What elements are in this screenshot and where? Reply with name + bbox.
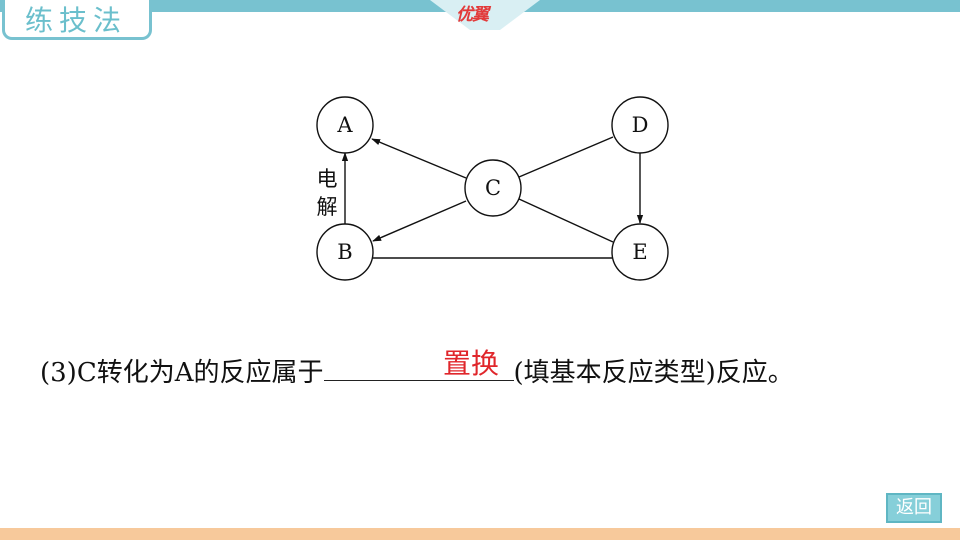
answer-blank xyxy=(323,350,514,381)
electrolysis-label-1: 电 xyxy=(317,167,338,191)
node-b: B xyxy=(316,223,374,281)
return-button[interactable]: 返回 xyxy=(886,493,942,523)
edge-c-d xyxy=(518,136,614,178)
question-line: (3)C转化为A的反应属于 (填基本反应类型)反应。 xyxy=(40,350,794,390)
node-e-label: E xyxy=(632,240,647,264)
brand-logo: 优翼 xyxy=(420,0,550,34)
section-tag: 练技法 xyxy=(2,0,152,40)
edge-c-to-b xyxy=(372,200,467,242)
node-b-label: B xyxy=(337,240,352,264)
edge-c-e xyxy=(518,198,614,243)
node-a: A xyxy=(316,96,374,154)
bottom-bar xyxy=(0,528,960,540)
node-e: E xyxy=(611,223,669,281)
node-c-label: C xyxy=(485,176,501,200)
question-suffix: (填基本反应类型)反应。 xyxy=(513,358,794,388)
node-a-label: A xyxy=(336,113,353,137)
node-d-label: D xyxy=(632,113,649,137)
answer-text: 置换 xyxy=(443,347,500,380)
section-label: 练技法 xyxy=(25,4,128,37)
edge-c-to-a xyxy=(371,138,467,179)
node-d: D xyxy=(611,96,669,154)
logo-shape-icon xyxy=(430,0,540,30)
electrolysis-label-2: 解 xyxy=(317,195,338,219)
question-prefix: (3)C转化为A的反应属于 xyxy=(40,358,324,388)
node-c: C xyxy=(464,159,522,217)
logo-text: 优翼 xyxy=(456,5,489,25)
